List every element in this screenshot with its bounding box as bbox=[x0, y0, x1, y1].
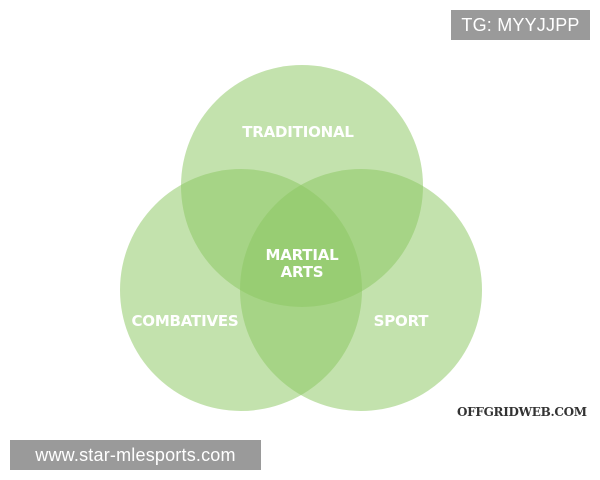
combatives-label: COMBATIVES bbox=[131, 312, 238, 330]
sport-label: SPORT bbox=[374, 312, 430, 330]
sport-circle bbox=[240, 169, 482, 411]
source-credit: OFFGRIDWEB.COM bbox=[457, 405, 587, 419]
watermark-url-badge: www.star-mlesports.com bbox=[10, 440, 261, 470]
traditional-label: TRADITIONAL bbox=[242, 123, 354, 141]
center-label-line-1: MARTIAL bbox=[266, 246, 340, 264]
center-label-line-2: ARTS bbox=[281, 263, 324, 281]
watermark-top-badge: TG: MYYJJPP bbox=[451, 10, 590, 40]
